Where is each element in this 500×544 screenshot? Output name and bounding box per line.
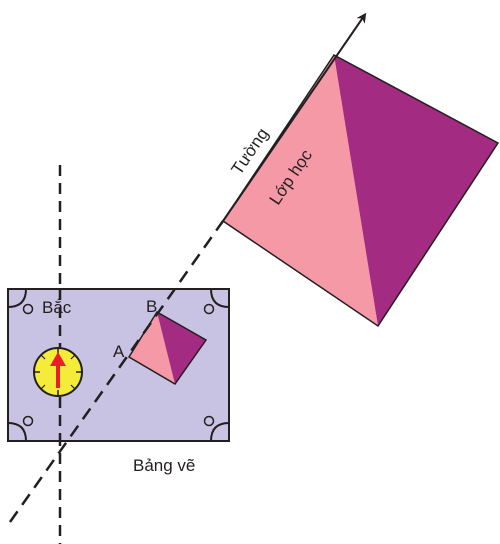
wall-line (222, 12, 367, 222)
board-pin-top-right (203, 303, 215, 315)
point-b-label: B (146, 297, 157, 316)
board-corner-bottom-right (210, 422, 230, 442)
drawing-board (7, 288, 230, 442)
north-label: Bắc (42, 298, 72, 317)
classroom-dark (334, 55, 498, 326)
board-corner-bottom-left (7, 422, 27, 442)
point-a-label: A (113, 342, 125, 361)
board-corner-top-left (7, 288, 27, 308)
board-corner-top-right (210, 288, 230, 308)
board-pin-bottom-left (22, 415, 34, 427)
classroom-light (223, 55, 378, 326)
classroom (221, 54, 500, 328)
board-pin-top-left (22, 303, 34, 315)
compass-needle (50, 352, 66, 388)
compass-icon (33, 347, 83, 397)
drawing-board-label: Bảng vẽ (133, 456, 195, 475)
classroom-model-dark (157, 312, 206, 384)
board-pin-bottom-right (203, 415, 215, 427)
classroom-model-light (129, 312, 175, 384)
